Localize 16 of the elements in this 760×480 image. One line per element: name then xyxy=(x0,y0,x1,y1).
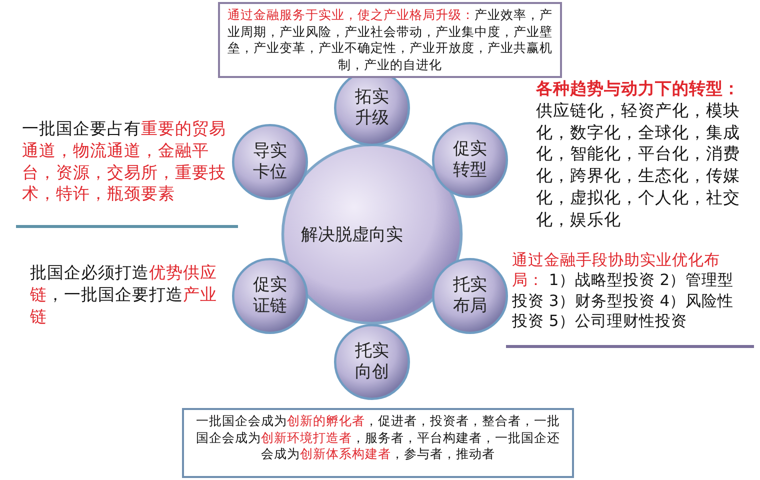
paragraph-text: 一批国企要占有重要的贸易通道，物流通道，金融平台，资源，交易所，重要技术，特许，瓶颈要素 xyxy=(22,118,227,206)
topic-label: 拓实升级 xyxy=(354,86,390,130)
paragraph-text: 通过金融手段协助实业优化布局： 1）战略型投资 2）管理型投资 3）财务型投资 4）风险性投资 5）公司理财性投资 xyxy=(512,250,735,332)
topic-label: 促实转型 xyxy=(452,138,488,182)
paragraph-text: 通过金融服务于实业，使之产业格局升级：产业效率，产业周期，产业风险，产业社会带动，产业集中度，产业壁垒，产业变革，产业不确定性，产业开放度，产业共赢机制，产业的自进化 xyxy=(226,7,554,73)
paragraph-text: 供应链化，轻资产化，模块化，数字化，全球化，集成化，智能化，平台化，消费化，跨界化，生态化，传媒化，虚拟化，个人化，社交化，娱乐化 xyxy=(536,100,741,230)
topic-label: 托实向创 xyxy=(354,340,390,384)
paragraph-text: 一批国企会成为创新的孵化者，促进者，投资者，整合者，一批国企会成为创新环境打造者，服务者，平台构建者，一批国企还会成为创新体系构建者，参与者，推动者 xyxy=(195,413,561,462)
topic-label: 托实布局 xyxy=(452,274,488,318)
heading-text: 各种趋势与动力下的转型： xyxy=(536,78,741,100)
central-title: 解决脱虚向实 xyxy=(301,224,403,246)
note-box xyxy=(182,408,574,478)
topic-label: 导实卡位 xyxy=(252,140,288,184)
paragraph-text: 批国企必须打造优势供应链，一批国企要打造产业链 xyxy=(30,262,218,328)
note-box xyxy=(218,2,562,78)
topic-label: 促实证链 xyxy=(252,274,288,318)
